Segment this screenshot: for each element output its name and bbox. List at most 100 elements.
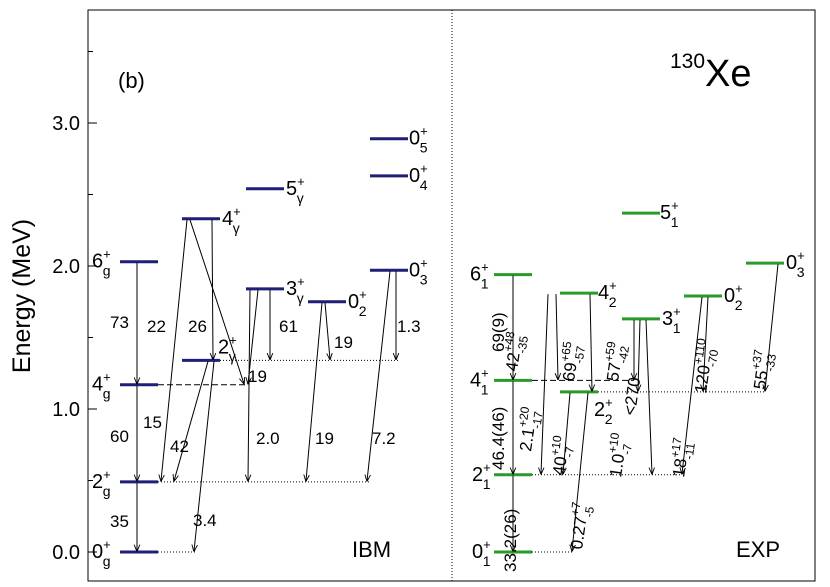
level-spin: 4	[92, 374, 103, 396]
ibm-transition-4gam-2gam	[212, 219, 213, 360]
exp-transition-31-21	[645, 319, 652, 474]
exp-transition-03-22	[765, 264, 779, 391]
level-spin: 0	[348, 291, 359, 313]
exp-transition-value: 120+110-70	[687, 337, 722, 395]
exp-transition-value: 55+37-33	[746, 348, 779, 391]
level-spin: 2	[92, 471, 103, 493]
ibm-level-label-4gam: 4+γ	[222, 204, 241, 236]
exp-transition-value: <270	[620, 376, 644, 417]
exp-level-label-21: 2+1	[472, 460, 491, 492]
exp-transition-value: 69(9)	[489, 312, 508, 352]
level-spin: 4	[222, 208, 233, 230]
exp-title: EXP	[736, 537, 780, 562]
level-spin: 0	[409, 165, 420, 187]
exp-transition-42-41	[556, 294, 558, 379]
level-index: 1	[673, 320, 681, 336]
exp-level-label-61: 6+1	[470, 260, 489, 292]
y-tick-label: 1.0	[52, 399, 80, 421]
level-spin: 5	[660, 202, 671, 224]
ibm-level-label-04: 0+4	[409, 161, 428, 193]
ibm-transition-value: 19	[248, 367, 267, 386]
level-index: g	[103, 483, 111, 499]
level-index: γ	[233, 220, 240, 236]
ibm-level-label-2gam: 2+γ	[218, 332, 237, 364]
level-spin: 3	[662, 308, 673, 330]
ibm-transition-value: 73	[110, 313, 129, 332]
ibm-transition-value: 19	[315, 429, 334, 448]
nucleus-symbol: Xe	[705, 53, 751, 95]
ibm-level-label-02: 0+2	[348, 287, 367, 319]
level-spin: 2	[594, 399, 605, 421]
ibm-level-label-3gam: 3+γ	[286, 274, 305, 306]
level-index: 1	[483, 476, 491, 492]
level-index: 4	[420, 177, 428, 193]
y-axis-ticks: 0.01.02.03.0	[52, 51, 97, 564]
exp-transition-02-22	[703, 297, 709, 391]
exp-level-label-41: 4+1	[470, 365, 489, 397]
exp-transition-value: 57+59-42	[599, 340, 632, 383]
exp-transition-value: 0.27+7-5	[563, 501, 597, 552]
exp-transition-31-22	[638, 319, 640, 391]
ibm-level-label-5gam: 5+γ	[286, 174, 305, 206]
exp-transition-value: 18+17-11	[665, 436, 698, 479]
level-index: 1	[481, 276, 489, 292]
exp-transition-22-21	[563, 392, 571, 474]
ibm-level-label-2g: 2+g	[92, 467, 111, 499]
level-index: 1	[481, 381, 489, 397]
ibm-transition-value: 3.4	[193, 511, 217, 530]
y-tick-label: 2.0	[52, 256, 80, 278]
level-spin: 4	[598, 282, 609, 304]
level-spin: 0	[409, 259, 420, 281]
ibm-transition-03-2g	[367, 271, 391, 481]
level-index: g	[103, 263, 111, 279]
level-spin: 2	[472, 464, 483, 486]
ibm-level-scheme: 0+g2+g4+g6+g2+γ4+γ3+γ5+γ0+20+30+40+57360…	[92, 124, 428, 569]
level-spin: 2	[218, 336, 229, 358]
exp-transition-22-01	[572, 392, 589, 551]
level-index: 2	[359, 303, 367, 319]
ibm-transition-value: 60	[110, 427, 129, 446]
level-spin: 5	[286, 178, 297, 200]
exp-transition-value: 1.0+10-7	[602, 431, 636, 479]
level-spin: 0	[472, 541, 483, 563]
panel-label: (b)	[118, 68, 145, 93]
exp-transition-value: 40+10-7	[545, 434, 578, 477]
level-index: 2	[605, 411, 613, 427]
level-index: g	[103, 386, 111, 402]
ibm-transition-value: 7.2	[372, 429, 396, 448]
level-index: 2	[609, 294, 617, 310]
ibm-title: IBM	[352, 537, 391, 562]
exp-level-label-03: 0+3	[786, 248, 805, 280]
level-spin: 6	[470, 264, 481, 286]
ibm-transition-value: 15	[143, 413, 162, 432]
level-spin: 0	[786, 252, 797, 274]
level-spin: 6	[92, 251, 103, 273]
exp-transition-02-21	[682, 296, 703, 474]
level-index: g	[103, 553, 111, 569]
level-spin: 0	[409, 128, 420, 150]
y-axis-label: Energy (MeV)	[8, 219, 36, 373]
level-spin: 0	[724, 285, 735, 307]
ibm-level-label-03: 0+3	[409, 255, 428, 287]
ibm-level-label-05: 0+5	[409, 124, 428, 156]
y-tick-label: 3.0	[52, 113, 80, 135]
ibm-transition-2gam-0g	[194, 361, 215, 551]
exp-transition-value: 33.2(26)	[501, 509, 520, 572]
level-index: 5	[420, 140, 428, 156]
ibm-level-label-4g: 4+g	[92, 370, 111, 402]
level-index: γ	[297, 290, 304, 306]
level-index: 2	[735, 297, 743, 313]
nucleus-mass: 130	[670, 50, 705, 73]
ibm-transition-4gam-4g	[189, 219, 244, 384]
level-index: 3	[420, 271, 428, 287]
ibm-transition-4gam-2g	[161, 219, 188, 481]
exp-level-scheme: 0+12+14+16+12+24+23+15+10+20+369(9)46.4(…	[470, 198, 805, 572]
ibm-transition-value: 2.0	[256, 429, 280, 448]
ibm-level-label-0g: 0+g	[92, 537, 111, 569]
ibm-transition-value: 19	[334, 333, 353, 352]
level-index: γ	[229, 348, 236, 364]
level-index: γ	[297, 190, 304, 206]
exp-transition-value: 46.4(46)	[489, 407, 508, 470]
nucleus-label: 130Xe	[670, 50, 752, 95]
